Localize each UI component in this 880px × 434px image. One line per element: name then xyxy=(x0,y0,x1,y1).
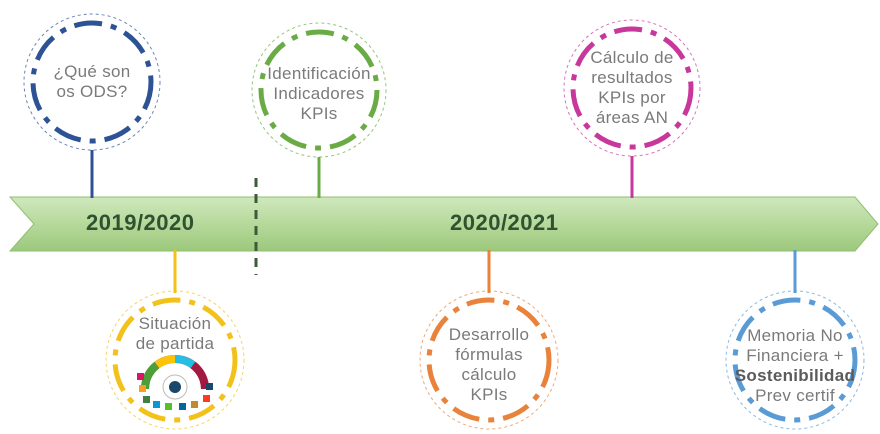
sdg-wheel-image xyxy=(137,355,213,410)
milestone-circle-memoria xyxy=(725,290,865,430)
period-label-2020-2021: 2020/2021 xyxy=(450,210,559,235)
milestone-label-memoria: Memoria No Financiera + Sostenibilidad P… xyxy=(734,326,856,405)
timeline-arrow xyxy=(8,196,879,252)
milestone-label-indicadores: Identificación Indicadores KPIs xyxy=(267,64,371,123)
milestone-circle-situacion xyxy=(105,290,245,430)
milestone-label-desarrollo: Desarrollo fórmulas cálculo KPIs xyxy=(448,325,530,404)
period-label-2019-2020: 2019/2020 xyxy=(86,210,195,235)
milestone-label-calculo-resultados: Cálculo de resultados KPIs por áreas AN xyxy=(590,48,674,127)
milestone-circle-ods xyxy=(23,13,161,151)
milestone-label-ods: ¿Qué son os ODS? xyxy=(53,62,131,101)
milestone-circle-calculo-resultados xyxy=(563,19,701,157)
milestone-circle-desarrollo xyxy=(419,290,559,430)
milestone-label-situacion: Situación de partida xyxy=(135,314,215,353)
milestone-circle-indicadores xyxy=(251,22,387,158)
